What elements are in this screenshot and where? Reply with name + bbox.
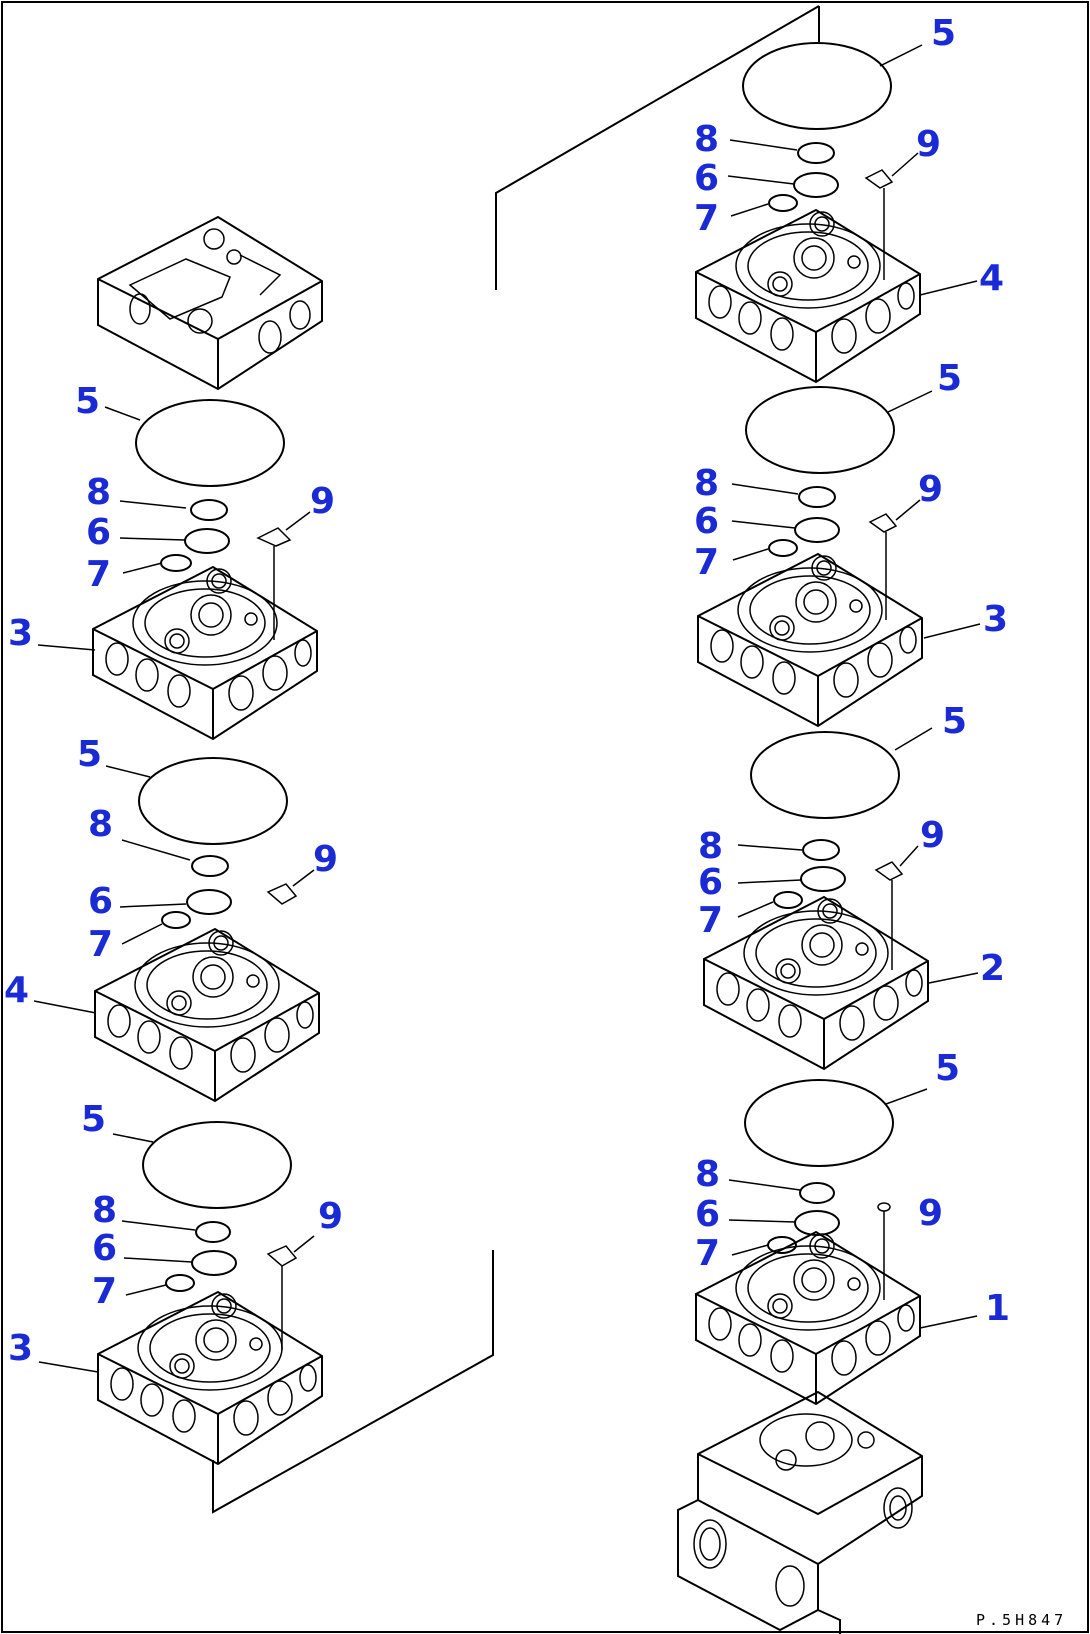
left-column xyxy=(92,216,323,1465)
callout-right-1: 8 xyxy=(694,119,719,160)
o-ring-8-right-3 xyxy=(802,839,840,861)
callout-left-12: 5 xyxy=(81,1099,106,1140)
callout-right-16: 7 xyxy=(698,900,723,941)
o-ring-8-right-4 xyxy=(799,1182,835,1204)
spring-9-right-3 xyxy=(874,861,904,881)
callout-right-9: 6 xyxy=(694,501,719,542)
spring-9-left-1 xyxy=(256,527,292,547)
valve-section-3-right xyxy=(697,553,923,727)
o-ring-7-left-3 xyxy=(165,1274,195,1292)
o-ring-5-right-3 xyxy=(750,731,900,819)
callout-right-15: 6 xyxy=(698,862,723,903)
callout-left-11: 4 xyxy=(4,970,29,1011)
o-ring-8-right-2 xyxy=(798,486,836,508)
o-ring-5-right-2 xyxy=(745,386,895,474)
spring-9-left-3 xyxy=(266,1245,298,1267)
o-ring-6-left-2 xyxy=(186,889,232,915)
callout-right-19: 8 xyxy=(695,1154,720,1195)
callout-labels: 5 8 6 7 9 3 5 8 9 6 7 4 5 8 9 6 7 3 5 8 … xyxy=(4,13,1010,1369)
o-ring-5-left-1 xyxy=(135,399,285,487)
callout-left-6: 5 xyxy=(77,734,102,775)
leader-lines xyxy=(33,44,981,1373)
callout-left-17: 3 xyxy=(8,1328,33,1369)
o-ring-6-right-2 xyxy=(794,517,840,543)
o-ring-8-left-2 xyxy=(191,855,229,877)
callout-right-6: 5 xyxy=(937,358,962,399)
o-ring-8-left-1 xyxy=(190,499,228,521)
o-ring-7-left-1 xyxy=(160,554,192,572)
callout-left-7: 8 xyxy=(88,804,113,845)
callout-right-5: 4 xyxy=(979,258,1004,299)
o-ring-6-left-1 xyxy=(184,528,230,554)
o-ring-7-left-2 xyxy=(161,911,191,929)
spring-9-left-2 xyxy=(266,883,298,905)
callout-left-3: 7 xyxy=(86,554,111,595)
valve-section-3-left-1 xyxy=(92,566,318,740)
callout-left-4: 9 xyxy=(310,481,335,522)
callout-right-4: 7 xyxy=(694,198,719,239)
top-cover-part xyxy=(97,216,323,390)
callout-right-23: 1 xyxy=(985,1288,1010,1329)
callout-right-2: 9 xyxy=(916,124,941,165)
callout-right-8: 9 xyxy=(918,469,943,510)
callout-left-1: 8 xyxy=(86,472,111,513)
connector-lines xyxy=(212,5,820,1514)
o-ring-8-right-1 xyxy=(797,142,835,164)
o-ring-6-left-3 xyxy=(191,1250,237,1276)
spring-9-right-2 xyxy=(868,513,898,533)
drawing-code: P.5H847 xyxy=(976,1611,1067,1629)
callout-left-8: 9 xyxy=(313,839,338,880)
valve-section-2-right xyxy=(703,896,929,1070)
o-ring-5-left-3 xyxy=(142,1121,292,1209)
callout-right-21: 6 xyxy=(695,1194,720,1235)
callout-left-9: 6 xyxy=(88,881,113,922)
callout-right-17: 2 xyxy=(980,948,1005,989)
o-ring-8-left-3 xyxy=(195,1221,231,1243)
valve-section-4-right xyxy=(695,209,921,383)
callout-left-0: 5 xyxy=(75,381,100,422)
o-ring-7-right-3 xyxy=(773,891,803,909)
callout-right-3: 6 xyxy=(694,158,719,199)
o-ring-5-right-4 xyxy=(744,1079,894,1167)
callout-left-16: 7 xyxy=(92,1271,117,1312)
callout-right-11: 3 xyxy=(983,599,1008,640)
callout-left-10: 7 xyxy=(88,924,113,965)
callout-right-14: 9 xyxy=(920,815,945,856)
spring-9-right-4 xyxy=(877,1202,891,1212)
callout-left-14: 9 xyxy=(318,1196,343,1237)
callout-left-13: 8 xyxy=(92,1190,117,1231)
o-ring-6-right-3 xyxy=(800,866,846,892)
callout-right-13: 8 xyxy=(698,826,723,867)
callout-right-0: 5 xyxy=(931,13,956,54)
valve-section-1-right xyxy=(695,1231,921,1405)
valve-section-3-left-2 xyxy=(97,1291,323,1465)
callout-right-22: 7 xyxy=(695,1233,720,1274)
callout-right-20: 9 xyxy=(918,1193,943,1234)
o-ring-5-left-2 xyxy=(138,757,288,845)
o-ring-6-right-1 xyxy=(793,172,839,198)
o-ring-7-right-2 xyxy=(768,539,798,557)
callout-left-2: 6 xyxy=(86,512,111,553)
valve-section-4-left xyxy=(94,928,320,1102)
right-column xyxy=(677,42,929,1634)
callout-right-12: 5 xyxy=(942,701,967,742)
spring-9-right-1 xyxy=(864,169,894,189)
callout-left-15: 6 xyxy=(92,1228,117,1269)
inlet-body-part xyxy=(677,1391,923,1634)
callout-right-10: 7 xyxy=(694,542,719,583)
callout-right-7: 8 xyxy=(694,463,719,504)
o-ring-5-right-1 xyxy=(742,42,892,130)
o-ring-7-right-1 xyxy=(768,194,798,212)
o-ring-6-right-4 xyxy=(794,1210,840,1236)
callout-left-5: 3 xyxy=(8,613,33,654)
callout-right-18: 5 xyxy=(935,1048,960,1089)
